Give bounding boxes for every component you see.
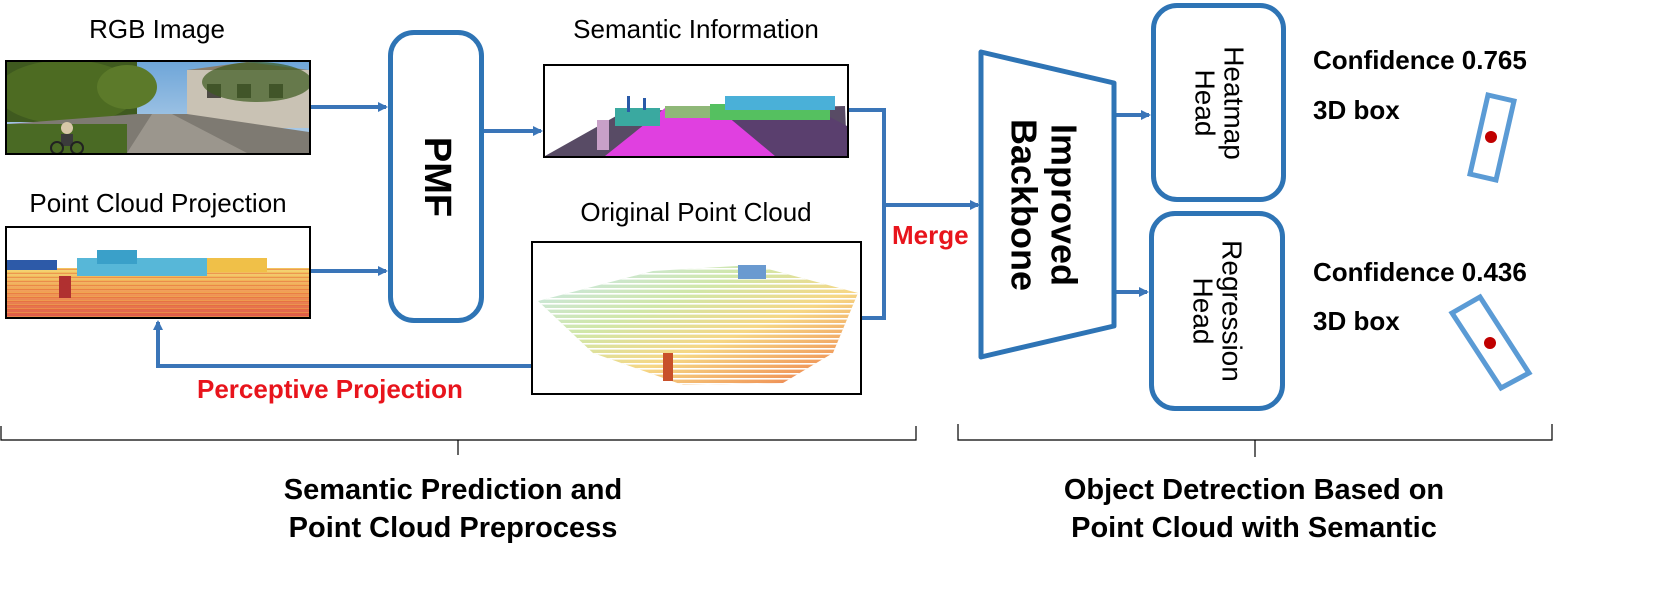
rgb-image-thumbnail xyxy=(5,60,311,155)
top-confidence-label: Confidence 0.765 xyxy=(1313,45,1527,75)
bottom-3d-box-label: 3D box xyxy=(1313,306,1400,336)
semantic-information-label: Semantic Information xyxy=(573,14,819,44)
left-section-line1: Semantic Prediction and xyxy=(283,474,623,506)
regression-head-box: Regression Head xyxy=(1149,211,1285,411)
right-section-line1: Object Detrection Based on xyxy=(1063,474,1445,506)
right-section-line2: Point Cloud with Semantic xyxy=(1071,511,1437,544)
point-cloud-projection-thumbnail xyxy=(5,226,311,319)
perceptive-projection-arrow xyxy=(153,320,531,368)
pmf-box: PMF xyxy=(388,30,484,323)
merge-label: Merge xyxy=(892,220,969,250)
original-to-merge-line xyxy=(862,205,886,320)
perceptive-projection-label: Perceptive Projection xyxy=(197,374,463,404)
left-section-line2: Point Cloud Preprocess xyxy=(288,511,618,544)
point-cloud-projection-label: Point Cloud Projection xyxy=(29,188,287,218)
right-section-brace xyxy=(957,424,1553,441)
rgb-image-label: RGB Image xyxy=(89,14,225,44)
left-section-caption: Semantic Prediction and Point Cloud Prep… xyxy=(284,472,622,547)
original-point-cloud-thumbnail xyxy=(531,241,862,395)
right-section-caption: Object Detrection Based on Point Cloud w… xyxy=(1064,472,1444,547)
semantic-information-thumbnail xyxy=(543,64,849,158)
improved-backbone-trapezoid xyxy=(978,49,1117,360)
original-point-cloud-label: Original Point Cloud xyxy=(580,197,812,227)
bottom-box-center-dot xyxy=(1484,337,1496,349)
backbone-line1: Improved xyxy=(1043,123,1085,287)
left-section-brace xyxy=(0,426,917,441)
top-3d-box-label: 3D box xyxy=(1313,95,1400,125)
backbone-line2: Backbone xyxy=(1004,118,1045,292)
top-box-center-dot xyxy=(1485,131,1497,143)
improved-backbone-label: Improved Backbone xyxy=(1004,118,1085,292)
semantic-to-merge-line xyxy=(849,108,886,205)
bottom-confidence-label: Confidence 0.436 xyxy=(1313,257,1527,287)
heatmap-head-box: Heatmap Head xyxy=(1151,3,1286,202)
